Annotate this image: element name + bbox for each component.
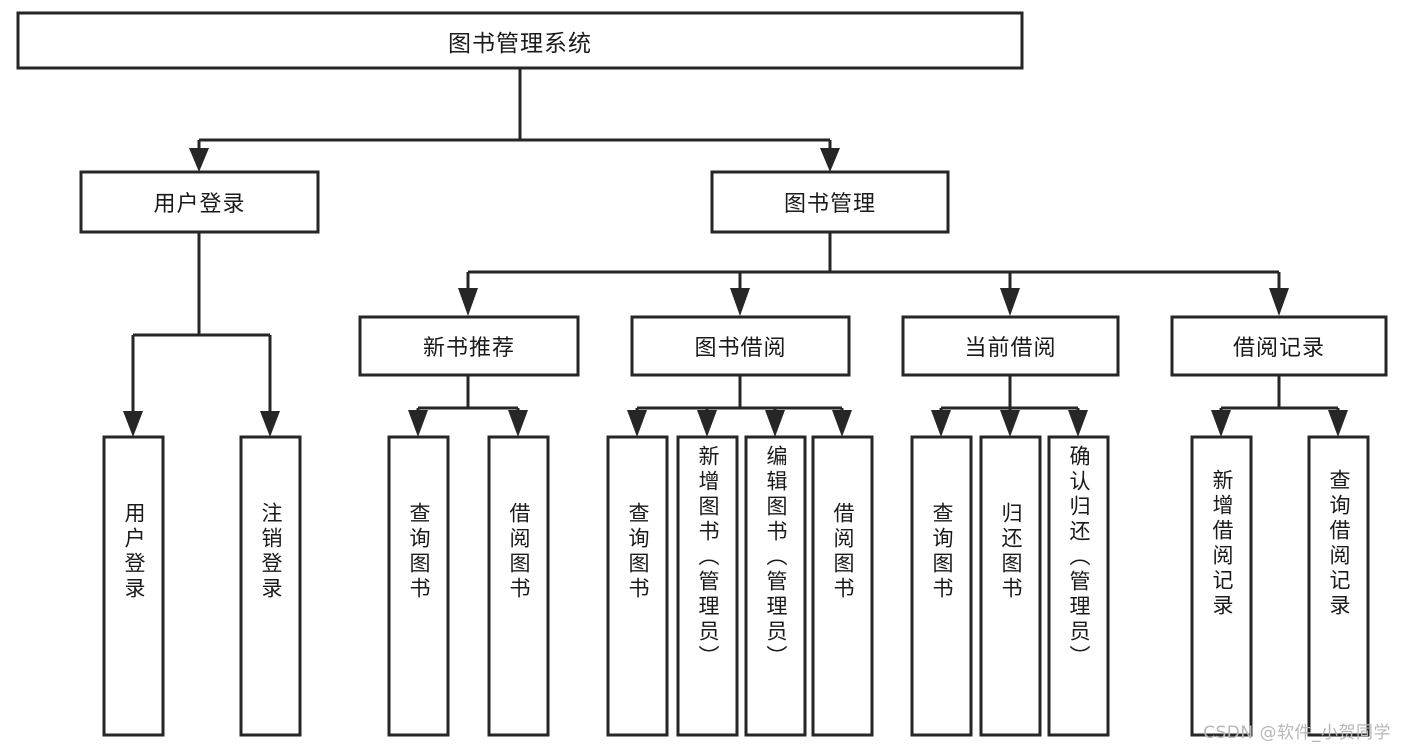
connector-group-root	[189, 68, 840, 172]
arrow-head-leaf-query-record	[1328, 410, 1348, 437]
node-box-leaf-query-record[interactable]	[1307, 435, 1370, 737]
connector-group-user-login	[123, 232, 280, 437]
node-box-user-login[interactable]	[79, 170, 320, 234]
connector-group-new-book-rec	[408, 375, 528, 437]
node-box-book-manage[interactable]	[710, 170, 950, 234]
arrow-head-leaf-borrow-book-2	[832, 410, 852, 437]
arrow-head-leaf-return-book	[1000, 410, 1020, 437]
node-box-leaf-query-book-1[interactable]	[387, 435, 450, 737]
node-box-book-borrow[interactable]	[630, 315, 851, 377]
arrow-head-leaf-confirm-return	[1068, 410, 1088, 437]
arrow-head-leaf-add-record	[1211, 410, 1231, 437]
node-box-leaf-query-book-3[interactable]	[910, 435, 973, 737]
arrow-head-borrow-record	[1269, 288, 1289, 316]
arrow-head-current-borrow	[1000, 288, 1020, 316]
arrow-head-leaf-edit-book	[765, 410, 785, 437]
arrow-head-leaf-add-book	[697, 410, 717, 437]
node-box-borrow-record[interactable]	[1170, 315, 1388, 377]
node-box-leaf-return-book[interactable]	[979, 435, 1042, 737]
node-box-leaf-borrow-book-1[interactable]	[487, 435, 550, 737]
node-box-new-book-rec[interactable]	[358, 315, 580, 377]
node-box-current-borrow[interactable]	[901, 315, 1120, 377]
connector-group-borrow-record	[1211, 375, 1348, 437]
watermark-text: CSDN @软件_小贺同学	[1203, 723, 1391, 743]
connector-group-book-borrow	[627, 375, 852, 437]
arrow-head-leaf-logout	[260, 411, 280, 437]
arrow-head-leaf-query-book-1	[408, 410, 428, 437]
node-box-leaf-add-record[interactable]	[1190, 435, 1253, 737]
arrow-head-user-login	[189, 148, 209, 172]
arrow-head-book-borrow	[730, 288, 750, 316]
node-box-leaf-logout[interactable]	[239, 435, 302, 737]
node-box-leaf-add-book[interactable]	[676, 435, 739, 737]
node-box-leaf-user-login[interactable]	[102, 435, 165, 737]
arrow-head-book-manage	[820, 148, 840, 172]
node-box-leaf-edit-book[interactable]	[744, 435, 807, 737]
connector-group-current-borrow	[931, 375, 1088, 437]
arrow-head-leaf-user-login	[123, 411, 143, 437]
arrow-head-leaf-query-book-3	[931, 410, 951, 437]
node-box-leaf-query-book-2[interactable]	[606, 435, 669, 737]
arrow-head-new-book-rec	[458, 288, 478, 316]
arrow-head-leaf-borrow-book-1	[508, 410, 528, 437]
connector-group-book-manage	[458, 232, 1289, 316]
arrow-head-leaf-query-book-2	[627, 410, 647, 437]
node-box-root[interactable]	[16, 11, 1024, 70]
node-box-leaf-borrow-book-2[interactable]	[811, 435, 874, 737]
node-box-leaf-confirm-return[interactable]	[1047, 435, 1110, 737]
